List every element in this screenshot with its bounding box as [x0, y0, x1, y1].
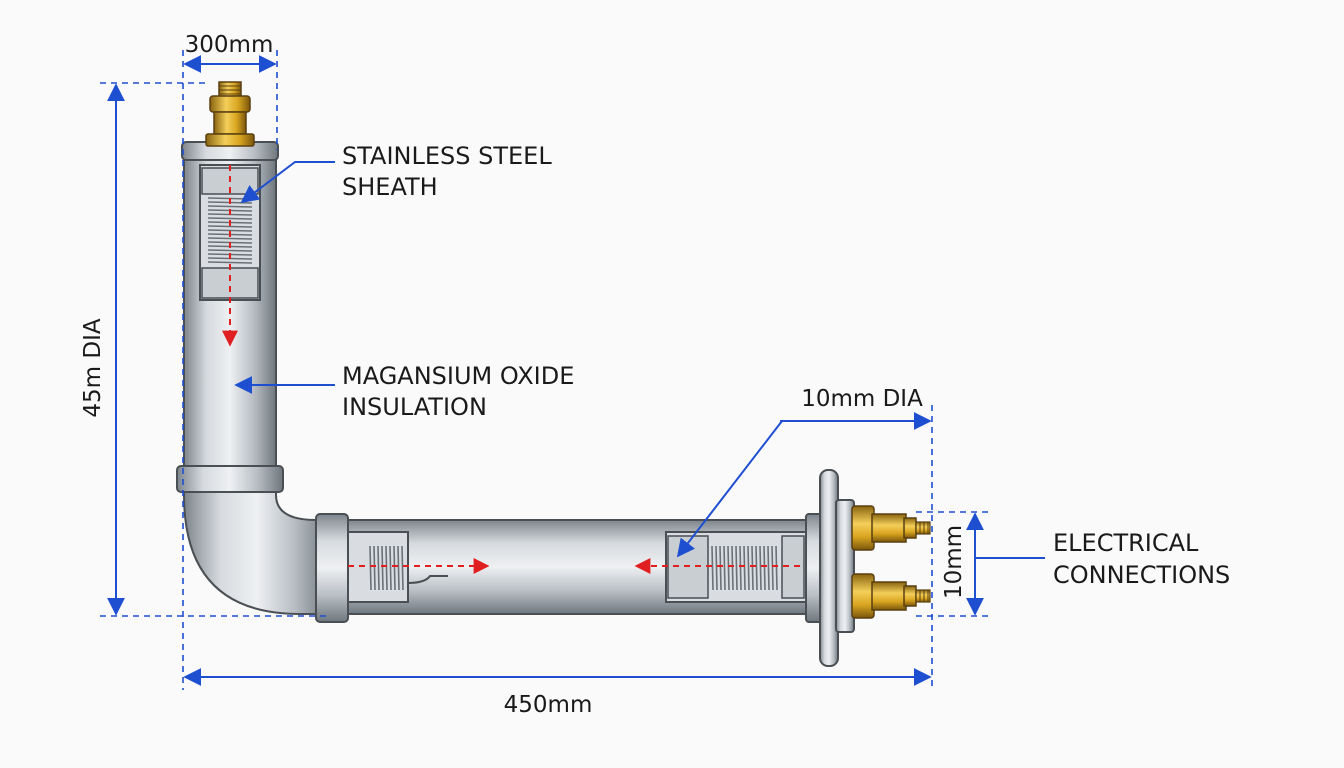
top-brass-fitting [205, 81, 255, 147]
coil-winding [377, 545, 380, 591]
elbow-collar [176, 465, 284, 493]
dimension-lines [100, 50, 1045, 690]
coil-winding [723, 545, 726, 591]
insulation-label-line2: INSULATION [342, 393, 487, 421]
coil-winding [731, 545, 734, 591]
terminal-lower [851, 573, 931, 619]
pipe-elbow [183, 479, 331, 615]
coil-winding [751, 545, 754, 591]
coil-winding [207, 261, 253, 264]
coil-winding [207, 229, 253, 232]
coil-winding [755, 545, 758, 591]
electrical-label-line2: CONNECTIONS [1053, 561, 1230, 589]
terminal-upper [851, 505, 931, 551]
coil-winding [207, 225, 253, 228]
coil-winding [373, 545, 376, 591]
sheath-label-line1: STAINLESS STEEL [342, 142, 552, 170]
heating-element-body [176, 81, 931, 667]
coil-winding [393, 545, 396, 591]
coil-winding [715, 545, 718, 591]
terminal-spacing-label: 10mm [941, 525, 967, 599]
coil-winding [743, 545, 746, 591]
coil-winding [727, 545, 730, 591]
coil-winding [207, 249, 253, 252]
sheath-label-line2: SHEATH [342, 173, 438, 201]
left-height-label: 45m DIA [80, 318, 106, 417]
coil-winding [771, 545, 774, 591]
coil-winding [389, 545, 392, 591]
top-width-label: 300mm [185, 32, 274, 58]
coil-winding [207, 217, 253, 220]
insulation-label-line1: MAGANSIUM OXIDE [342, 362, 574, 390]
coil-winding [207, 205, 253, 208]
coil-winding [381, 545, 384, 591]
current-flow-arrows [222, 165, 800, 574]
coil-winding [719, 545, 722, 591]
coil-winding [747, 545, 750, 591]
coil-winding [397, 545, 400, 591]
coil-winding [739, 545, 742, 591]
coil-winding [735, 545, 738, 591]
coil-winding [767, 545, 770, 591]
sheath-leader [240, 161, 335, 204]
coil-winding [711, 545, 714, 591]
coil-winding [775, 545, 778, 591]
left-coil-cutaway [347, 531, 448, 603]
coil-winding [763, 545, 766, 591]
terminal-block [835, 499, 855, 633]
horizontal-collar [315, 513, 349, 623]
bottom-length-label: 450mm [504, 692, 593, 718]
electrical-label-line1: ELECTRICAL [1053, 529, 1199, 557]
coil-winding [401, 545, 404, 591]
coil-winding [759, 545, 762, 591]
coil-winding [385, 545, 388, 591]
pipe-dia-label: 10mm DIA [801, 386, 923, 412]
coil-winding [369, 545, 372, 591]
coil-winding [207, 237, 253, 240]
